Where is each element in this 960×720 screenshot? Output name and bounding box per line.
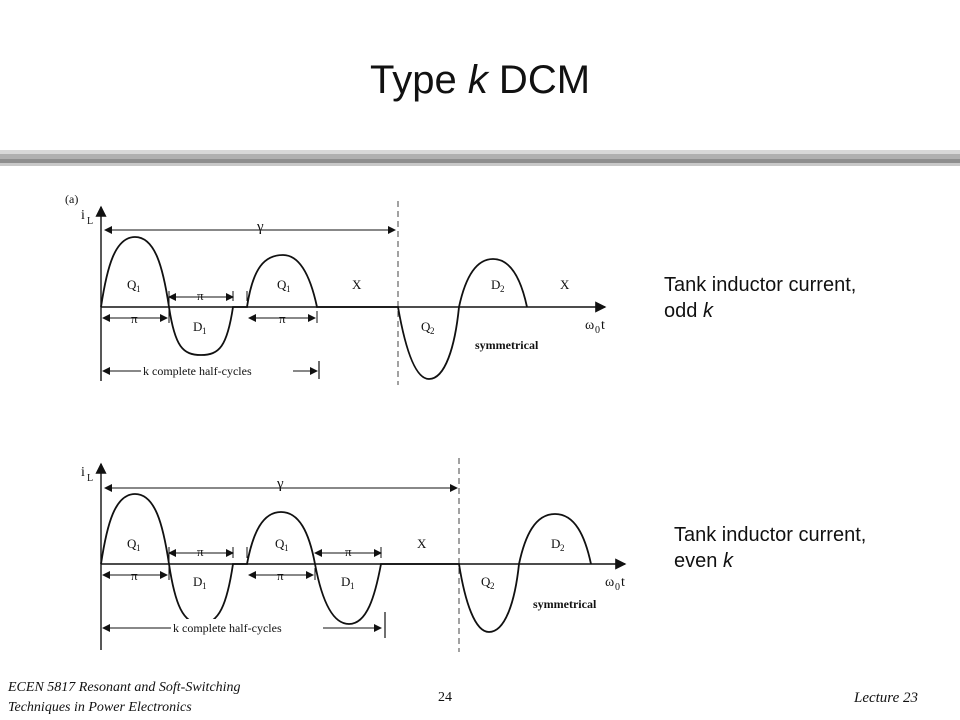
svg-text:D: D [341,574,350,589]
caption-even-k: Tank inductor current, even k [674,522,866,574]
pi-label-bottom-1: π [131,568,138,583]
title-prefix: Type [369,58,468,102]
svg-text:0: 0 [595,325,600,336]
svg-text:Q: Q [277,277,287,292]
pi-label-top-1: π [197,544,204,559]
svg-text:i: i [81,208,85,223]
pi-label-bottom-2: π [279,311,286,326]
svg-text:1: 1 [286,284,291,294]
x-interval-label-2: X [560,277,570,292]
panel-label-a: (a) [65,192,78,206]
svg-text:Q: Q [127,277,137,292]
svg-text:2: 2 [490,581,495,591]
footer-page-number: 24 [438,690,452,705]
svg-text:D: D [491,277,500,292]
svg-text:t: t [621,575,625,590]
title-k: k [467,58,488,102]
pi-label-top: π [197,288,204,303]
x-interval-label-1: X [352,277,362,292]
svg-text:Q: Q [127,536,137,551]
pi-label-bottom-2: π [277,568,284,583]
pi-label-bottom-1: π [131,311,138,326]
svg-text:1: 1 [136,543,141,553]
half-cycles-label: k complete half-cycles [143,364,252,378]
gamma-label: γ [276,476,284,492]
footer-course-line2: Techniques in Power Electronics [8,700,192,715]
inductor-current-waveform [100,236,528,380]
svg-text:0: 0 [615,582,620,593]
svg-text:1: 1 [350,581,355,591]
svg-text:L: L [87,473,93,484]
svg-text:2: 2 [560,543,565,553]
svg-text:2: 2 [430,326,435,336]
caption-odd-line2: odd k [664,300,713,322]
svg-text:t: t [601,318,605,333]
svg-text:Q: Q [275,536,285,551]
svg-text:ω: ω [585,318,594,333]
gamma-label: γ [256,219,264,235]
svg-text:L: L [87,216,93,227]
svg-text:ω: ω [605,575,614,590]
svg-text:1: 1 [202,581,207,591]
svg-text:Q: Q [481,574,491,589]
svg-text:Q: Q [421,319,431,334]
svg-text:D: D [551,536,560,551]
symmetrical-label: symmetrical [475,338,539,352]
inductor-current-waveform [100,493,592,633]
half-cycles-label: k complete half-cycles [173,621,282,635]
svg-text:2: 2 [500,284,505,294]
caption-odd-k: Tank inductor current, odd k [664,272,856,324]
footer-course-line1: ECEN 5817 Resonant and Soft-Switching [8,680,241,695]
x-interval-label: X [417,536,427,551]
pi-label-top-2: π [345,544,352,559]
caption-even-line1: Tank inductor current, [674,524,867,546]
svg-text:i: i [81,465,85,480]
svg-text:1: 1 [136,284,141,294]
slide-title: Type k DCM [0,58,960,103]
footer-course: ECEN 5817 Resonant and Soft-Switching Te… [8,678,241,718]
caption-even-line2: even k [674,550,733,572]
svg-text:D: D [193,319,202,334]
title-suffix: DCM [487,58,591,102]
footer-lecture: Lecture 23 [853,690,918,706]
svg-text:D: D [193,574,202,589]
svg-text:1: 1 [202,326,207,336]
caption-odd-line1: Tank inductor current, [664,274,857,296]
svg-text:1: 1 [284,543,289,553]
symmetrical-label: symmetrical [533,597,597,611]
